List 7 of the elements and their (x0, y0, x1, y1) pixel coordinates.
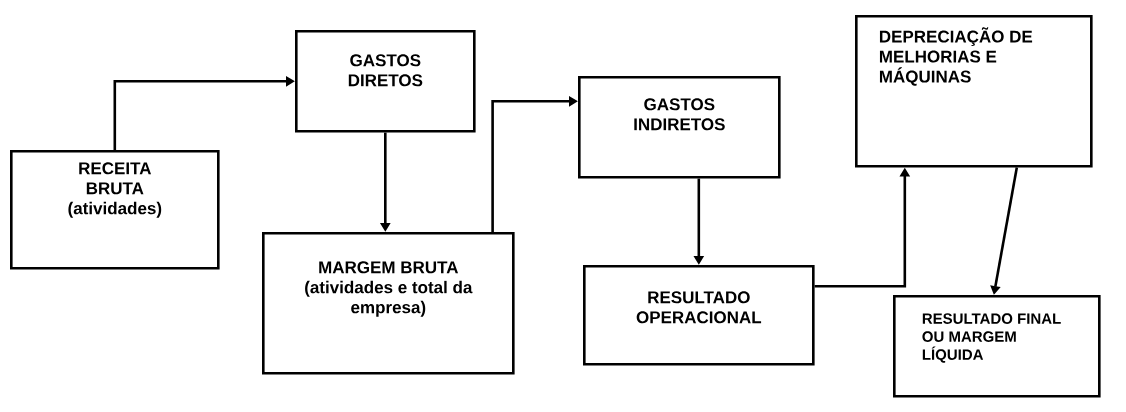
process-box: MARGEM BRUTA (atividades e total da empresa) (262, 232, 515, 375)
process-box: RESULTADO OPERACIONAL (583, 265, 815, 366)
process-box: DEPRECIAÇÃO DE MELHORIAS E MÁQUINAS (855, 15, 1093, 168)
process-box: RECEITA BRUTA (atividades) (10, 150, 220, 270)
process-box: GASTOS INDIRETOS (578, 76, 781, 179)
process-box: GASTOS DIRETOS (295, 30, 476, 133)
process-box: RESULTADO FINAL OU MARGEM LÍQUIDA (893, 295, 1101, 398)
